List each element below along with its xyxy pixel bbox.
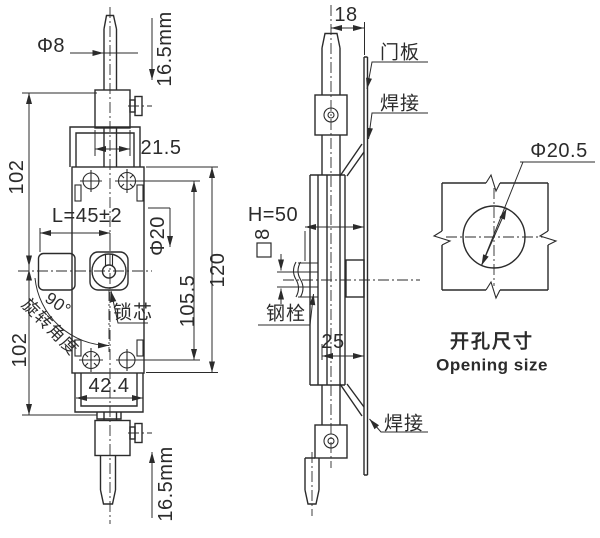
dim-bolt-square: 8 xyxy=(252,228,274,240)
side-bottom-mount xyxy=(339,383,365,417)
dim-cylinder-diameter: Φ20 xyxy=(147,216,169,256)
dim-body-width: 42.4 xyxy=(88,375,130,397)
label-weld-top: 焊接 xyxy=(379,93,421,115)
top-guide-block xyxy=(94,89,131,129)
door-panel xyxy=(363,56,369,476)
side-bottom-pin xyxy=(304,457,320,505)
lock-cylinder xyxy=(89,251,129,291)
opening-title-cn: 开孔尺寸 xyxy=(449,331,535,353)
front-view-drawing xyxy=(18,7,152,524)
side-centerlines xyxy=(283,5,420,516)
side-top-block xyxy=(314,94,348,136)
side-channel xyxy=(309,174,346,386)
side-view-drawing xyxy=(256,5,420,516)
label-bolt: 钢栓 xyxy=(265,303,307,325)
dim-panel-offset: 18 xyxy=(334,4,358,26)
dim-pin-travel-top: 16.5mm xyxy=(154,11,176,87)
side-view-dimensions xyxy=(258,22,428,433)
opening-view-dimensions xyxy=(481,161,595,266)
dim-upper-height: 102 xyxy=(6,159,28,195)
front-centerlines xyxy=(18,7,152,524)
bottom-guide-block xyxy=(94,419,131,457)
dim-hole-diameter: Φ20.5 xyxy=(530,140,588,162)
cylinder-housing xyxy=(345,259,365,298)
dim-screw-spacing: 105.5 xyxy=(177,274,199,328)
dim-block-width: 21.5 xyxy=(140,137,182,159)
dim-pin-diameter: Φ8 xyxy=(36,35,66,57)
top-bracket xyxy=(69,126,141,167)
bottom-bracket xyxy=(74,373,144,413)
side-top-pin xyxy=(321,32,341,95)
rotation-arc xyxy=(34,277,110,349)
bottom-pin xyxy=(99,455,117,505)
dim-lock-length: L=45±2 xyxy=(51,205,123,227)
side-top-mount xyxy=(339,143,365,177)
label-door-panel: 门板 xyxy=(379,42,421,64)
steel-bolt xyxy=(292,261,318,298)
panel-outline-with-breaks xyxy=(432,173,558,300)
top-pin xyxy=(103,14,118,90)
dim-pin-travel-bottom: 16.5mm xyxy=(155,446,177,522)
dim-body-height: 120 xyxy=(207,252,229,288)
opening-view-drawing xyxy=(432,173,558,300)
side-bottom-block xyxy=(314,424,348,459)
opening-title-en: Opening size xyxy=(436,355,548,375)
front-view-dimensions xyxy=(22,18,218,518)
square-section-symbol xyxy=(256,242,272,258)
latch-cam xyxy=(37,252,76,291)
mounting-screws xyxy=(79,169,139,372)
label-weld-bottom: 焊接 xyxy=(383,413,425,435)
dim-bolt-offset: 25 xyxy=(321,331,345,353)
dim-lower-height: 102 xyxy=(9,332,31,368)
dim-handle-height: H=50 xyxy=(247,204,299,226)
label-cylinder: 锁芯 xyxy=(112,302,154,324)
lock-body xyxy=(71,166,145,374)
